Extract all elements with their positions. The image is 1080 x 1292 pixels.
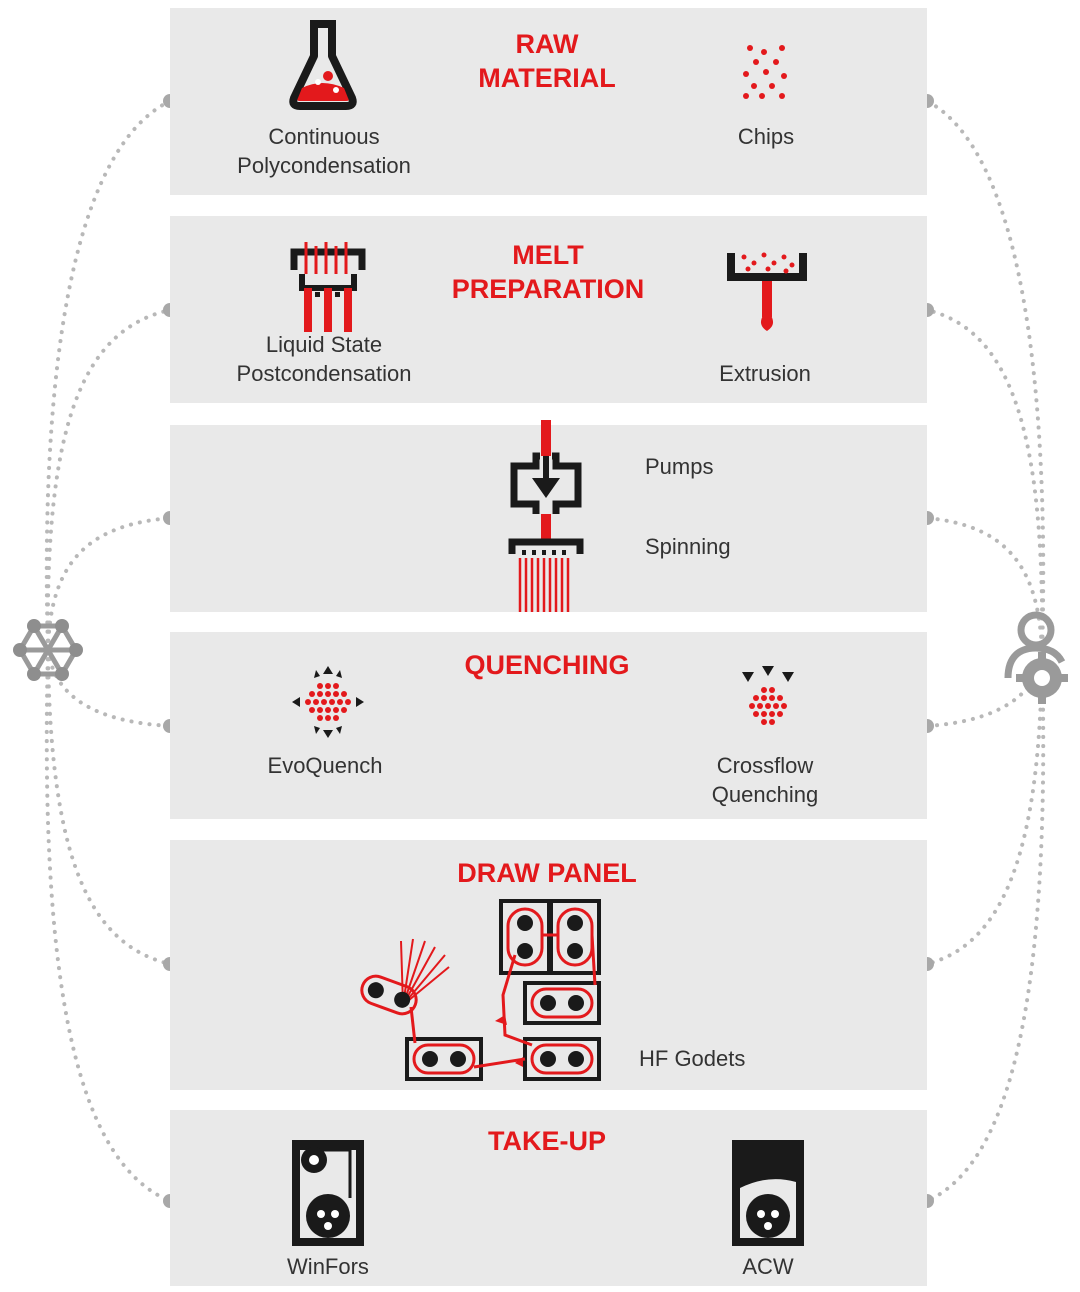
chips-icon bbox=[743, 45, 787, 99]
item-label-hf-godets: HF Godets bbox=[639, 1046, 746, 1071]
section-title-draw-panel: DRAW PANEL bbox=[457, 858, 637, 888]
extruder-icon bbox=[727, 252, 807, 331]
item-label-evoquench: EvoQuench bbox=[267, 753, 383, 778]
network-hub-icon bbox=[13, 619, 83, 681]
section-title-take-up: TAKE-UP bbox=[488, 1126, 606, 1156]
item-label-crossflow-quenching: Crossflow Quenching bbox=[711, 753, 819, 807]
section-title-quenching: QUENCHING bbox=[464, 650, 630, 680]
pump-icon bbox=[510, 420, 582, 514]
item-label-pumps: Pumps bbox=[645, 454, 714, 479]
user-gear-icon bbox=[1004, 611, 1068, 704]
section-title-raw-material: RAW MATERIAL bbox=[478, 29, 616, 93]
item-label-chips: Chips bbox=[737, 124, 795, 149]
godets-icon bbox=[360, 899, 601, 1081]
crossflow-quench-icon bbox=[742, 666, 794, 725]
section-melt-preparation bbox=[170, 216, 927, 403]
item-label-winfors: WinFors bbox=[287, 1254, 369, 1279]
item-label-liquid-state-postcondensation: Liquid State Postcondensation bbox=[236, 332, 412, 386]
item-label-acw: ACW bbox=[742, 1254, 794, 1279]
acw-winder-icon bbox=[732, 1140, 804, 1246]
item-label-continuous-polycondensation: Continuous Polycondensation bbox=[237, 124, 411, 178]
item-label-spinning: Spinning bbox=[645, 534, 731, 559]
evoquench-icon bbox=[292, 666, 364, 738]
winder-icon bbox=[292, 1140, 364, 1246]
section-quenching bbox=[170, 632, 927, 819]
postcondensation-reactor-icon bbox=[290, 242, 366, 332]
section-title-melt-preparation: MELT PREPARATION bbox=[451, 240, 645, 304]
flask-icon bbox=[289, 20, 357, 110]
item-label-extrusion: Extrusion bbox=[719, 361, 811, 386]
spinneret-icon bbox=[508, 514, 584, 612]
